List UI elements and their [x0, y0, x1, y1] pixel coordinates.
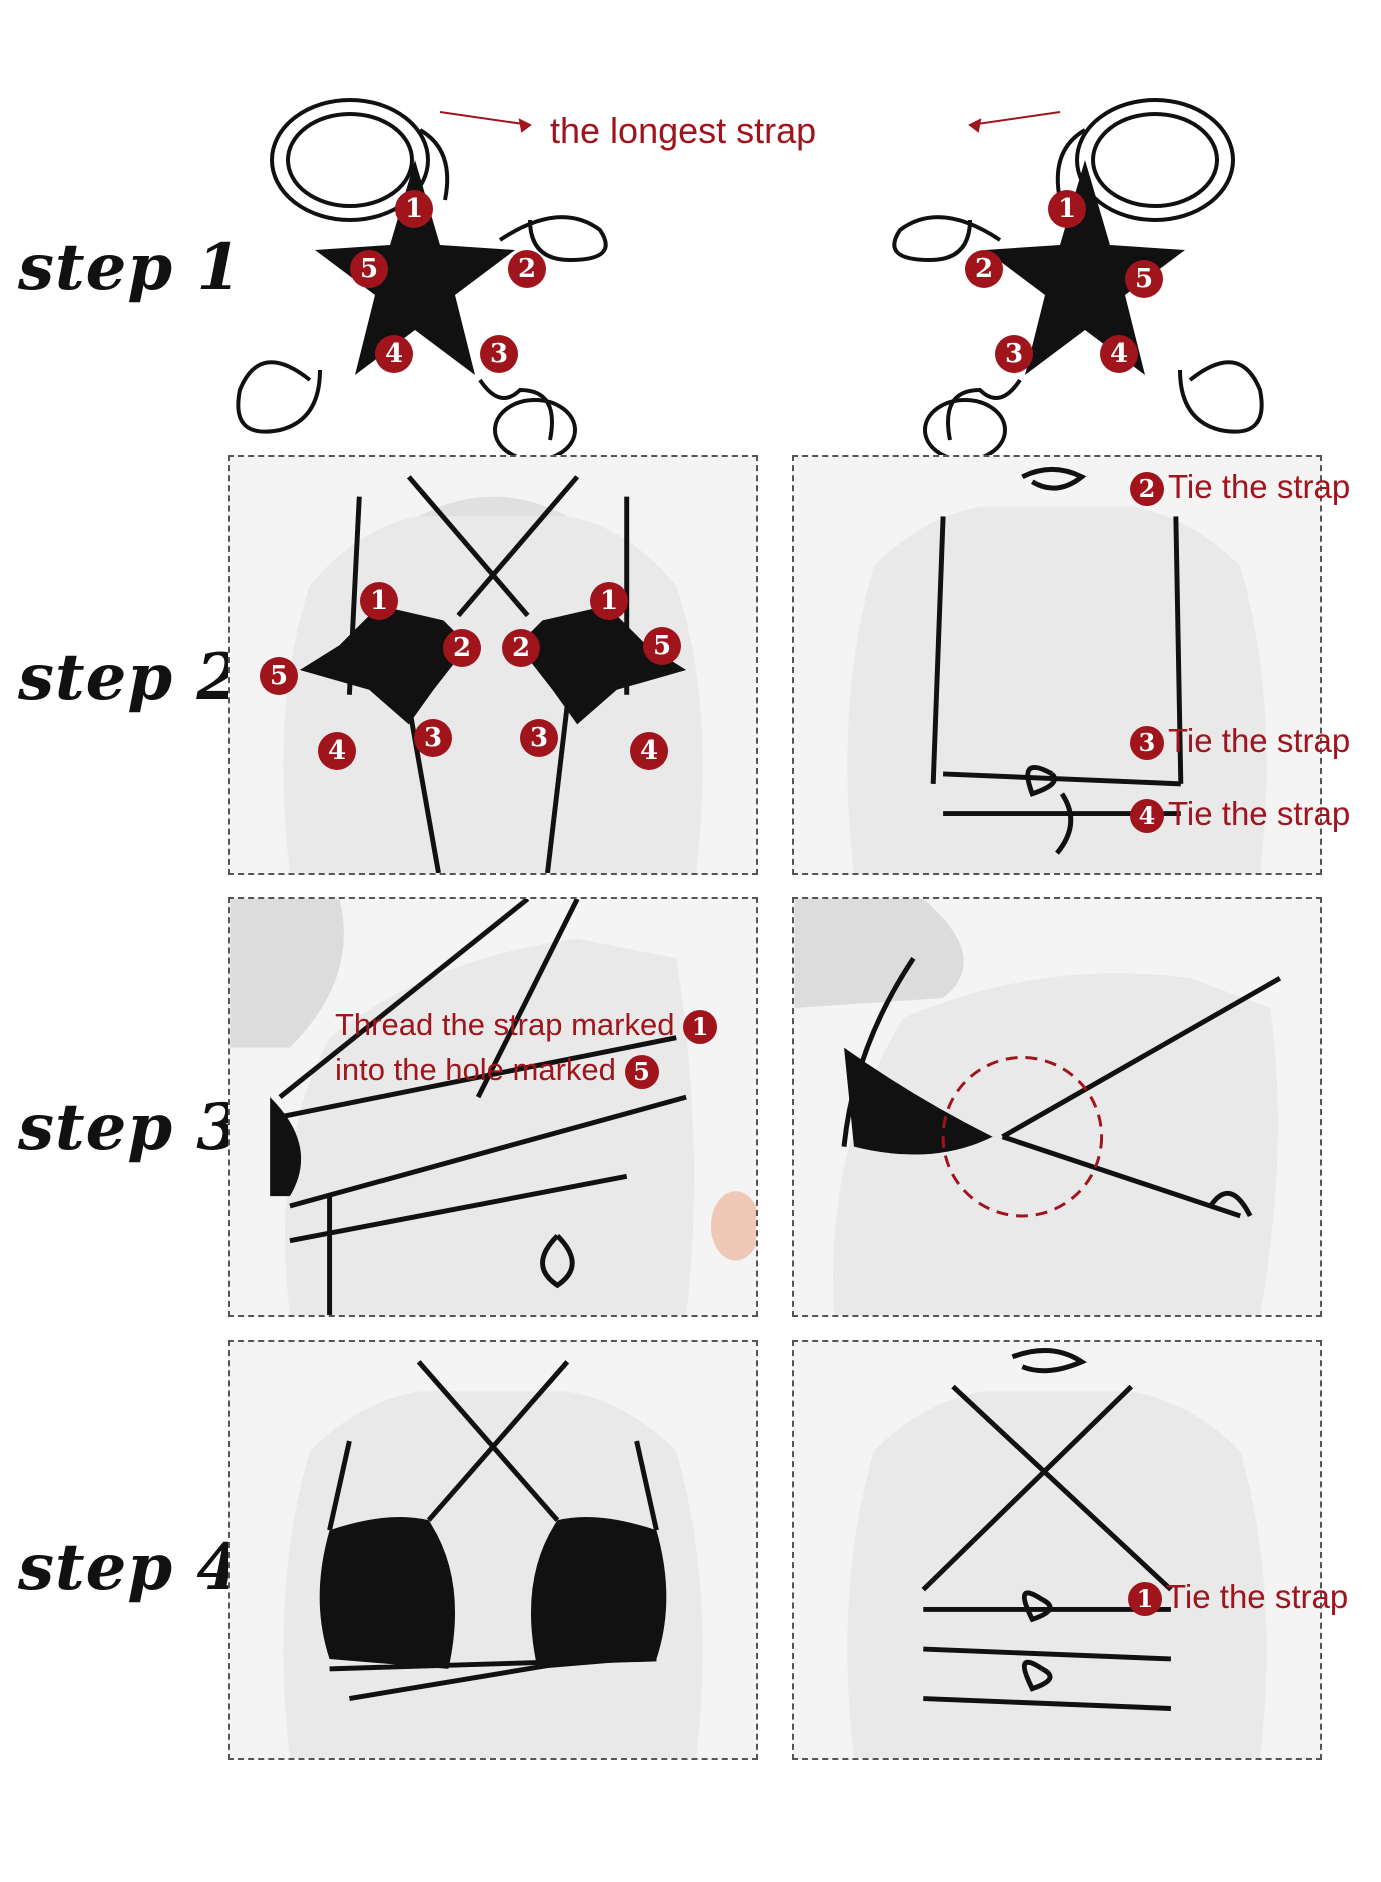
badge-left-1: 1	[395, 190, 433, 228]
front-badge-2b: 2	[502, 629, 540, 667]
step-1-illustration	[236, 98, 1264, 460]
badge-left-5: 5	[350, 250, 388, 288]
badge-left-3: 3	[480, 335, 518, 373]
front-badge-3a: 3	[414, 719, 452, 757]
badge-right-4: 4	[1100, 335, 1138, 373]
note-text-2: Tie the strap	[1168, 468, 1351, 505]
hole-instruction: into the hole marked	[335, 1052, 616, 1087]
step-2-front-illustration	[283, 475, 703, 873]
step-3-line-2: into the hole marked 5	[335, 1052, 663, 1089]
thread-instruction: Thread the strap marked	[335, 1007, 675, 1042]
front-badge-1b: 1	[590, 582, 628, 620]
step-2-front-panel: 1 2 2 1 5 5 3 3 4 4	[228, 455, 758, 875]
front-badge-5a: 5	[260, 657, 298, 695]
front-badge-3b: 3	[520, 719, 558, 757]
step-2-label: step 2	[18, 640, 242, 715]
step-4-back-panel	[792, 1340, 1322, 1760]
step-4-back-illustration	[847, 1348, 1267, 1758]
note-badge-3: 3	[1130, 726, 1164, 761]
note-text-3: Tie the strap	[1168, 722, 1351, 759]
front-badge-1a: 1	[360, 582, 398, 620]
badge-right-5: 5	[1125, 260, 1163, 298]
front-badge-4a: 4	[318, 732, 356, 770]
note-badge-1: 1	[1128, 1582, 1162, 1617]
step-3-right-illustration	[794, 899, 1282, 1315]
right-star-piece	[985, 160, 1185, 375]
step-3-right-panel	[792, 897, 1322, 1317]
note-text-1: Tie the strap	[1166, 1578, 1349, 1615]
front-badge-2a: 2	[443, 629, 481, 667]
step-3-label: step 3	[18, 1090, 242, 1165]
front-badge-5b: 5	[643, 627, 681, 665]
step-4-front-illustration	[283, 1360, 703, 1758]
note-badge-2: 2	[1130, 472, 1164, 507]
hole-badge-5: 5	[624, 1054, 659, 1089]
badge-left-2: 2	[508, 250, 546, 288]
note-text-4: Tie the strap	[1168, 795, 1351, 832]
note-badge-4: 4	[1130, 799, 1164, 834]
badge-right-3: 3	[995, 335, 1033, 373]
thread-badge-1: 1	[683, 1009, 718, 1044]
step-1-label: step 1	[18, 230, 242, 305]
longest-strap-label: the longest strap	[550, 110, 817, 151]
badge-right-1: 1	[1048, 190, 1086, 228]
step-2-back-panel	[792, 455, 1322, 875]
step-3-line-1: Thread the strap marked 1	[335, 1007, 721, 1044]
step-3-left-panel	[228, 897, 758, 1317]
step-3-left-illustration	[230, 899, 756, 1315]
badge-left-4: 4	[375, 335, 413, 373]
badge-right-2: 2	[965, 250, 1003, 288]
step-4-front-panel	[228, 1340, 758, 1760]
front-badge-4b: 4	[630, 732, 668, 770]
step-4-label: step 4	[18, 1530, 242, 1605]
left-star-piece	[315, 160, 515, 375]
